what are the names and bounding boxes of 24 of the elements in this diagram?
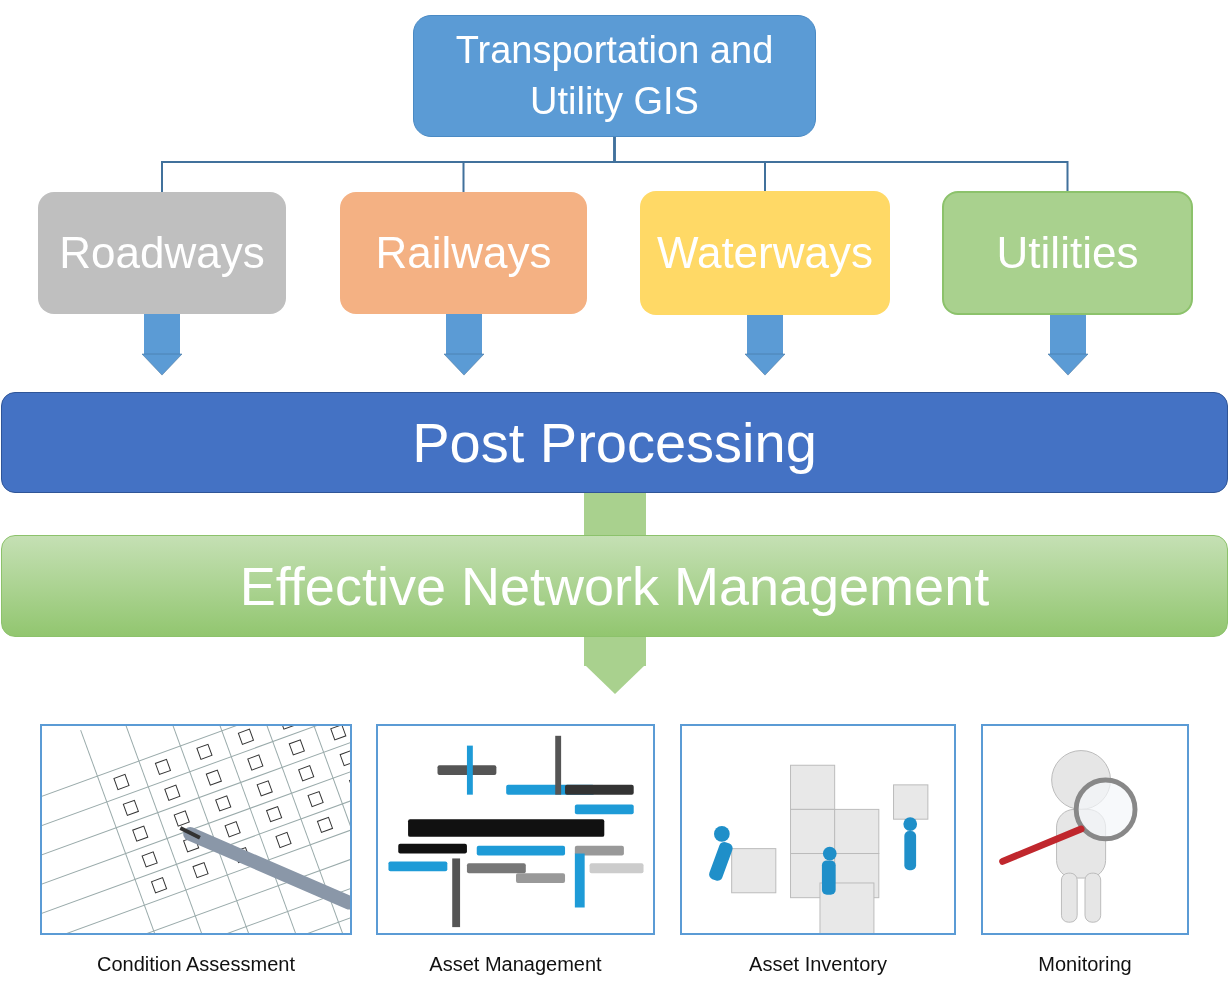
node-label: Transportation and Utility GIS xyxy=(454,27,775,124)
node-label: Effective Network Management xyxy=(239,554,990,618)
category-box xyxy=(942,191,1193,315)
node-label: Roadways xyxy=(59,227,265,279)
picture-caption: Condition Assessment xyxy=(97,952,295,977)
node-label: Railways xyxy=(375,227,552,279)
category-box xyxy=(640,191,890,315)
block-arrow xyxy=(744,315,786,376)
node-label: Post Processing xyxy=(412,409,817,476)
category-box xyxy=(38,192,286,314)
picture-caption: Asset Management xyxy=(429,952,602,977)
connector-line xyxy=(613,136,1069,192)
node-label: Waterways xyxy=(657,227,873,279)
result-bar xyxy=(1,535,1228,637)
picture-caption: Monitoring xyxy=(1038,952,1132,977)
node-label: Utilities xyxy=(996,227,1139,279)
root-box xyxy=(413,15,816,137)
block-arrow xyxy=(1047,315,1089,376)
picture-caption: Asset Inventory xyxy=(749,952,887,977)
block-arrow xyxy=(443,314,485,376)
block-arrow xyxy=(584,637,646,695)
category-box xyxy=(340,192,587,314)
block-arrow xyxy=(141,314,183,376)
process-bar xyxy=(1,392,1228,493)
